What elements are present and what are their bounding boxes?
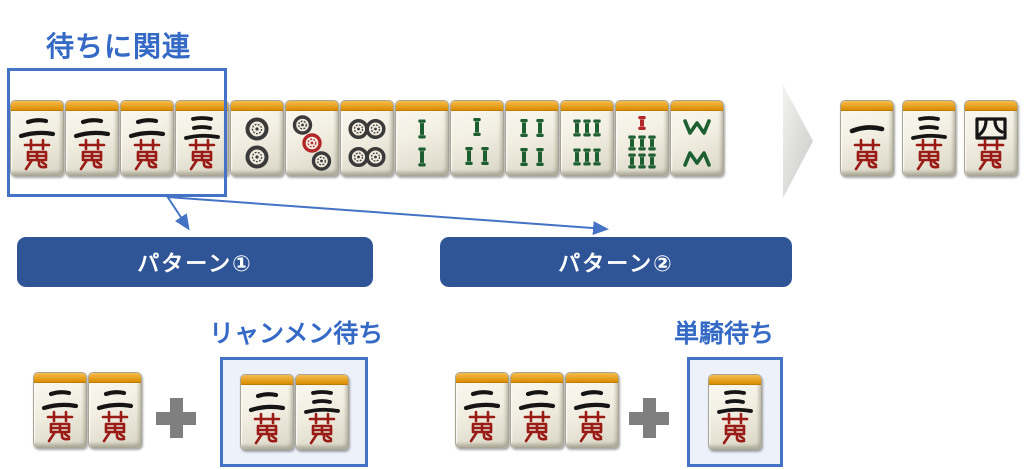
tile-face: [176, 110, 228, 175]
tile-top-band: [396, 101, 448, 111]
tile-face: [965, 110, 1017, 175]
tile-face: [89, 382, 141, 447]
pattern1-banner: パターン①: [17, 237, 373, 287]
tile-top-band: [561, 101, 613, 111]
tile-3m: [708, 374, 762, 450]
tile-face: [566, 382, 618, 447]
pattern1-wait-tiles: [239, 374, 349, 450]
tile-top-band: [456, 373, 508, 383]
tile-face: [241, 384, 293, 449]
tile-top-band: [295, 375, 348, 385]
tile-face: [456, 382, 508, 447]
tile-face: [511, 382, 563, 447]
tile-face: [286, 110, 338, 175]
pattern1-banner-label: パターン①: [137, 251, 253, 276]
tile-top-band: [671, 101, 723, 111]
pattern2-banner: パターン②: [440, 237, 792, 287]
arrow-to-pattern1: [166, 195, 190, 231]
tile-top-band: [176, 101, 228, 111]
tile-top-band: [286, 101, 338, 111]
tile-top-band: [903, 101, 955, 111]
tile-face: [671, 110, 723, 175]
tile-face: [903, 110, 955, 175]
tile-top-band: [11, 101, 63, 111]
tile-top-band: [341, 101, 393, 111]
tile-2m: [65, 100, 119, 176]
pattern2-banner-label: パターン②: [558, 251, 674, 276]
tile-4m: [964, 100, 1018, 176]
tile-top-band: [121, 101, 173, 111]
tile-face: [561, 110, 613, 175]
tile-8s: [670, 100, 724, 176]
tile-4s: [505, 100, 559, 176]
plus-icon: [156, 398, 196, 438]
tile-3m: [902, 100, 956, 176]
tile-top-band: [506, 101, 558, 111]
tile-face: [34, 382, 86, 447]
pattern2-wait-label: 単騎待ち: [674, 320, 775, 348]
tile-top-band: [965, 101, 1017, 111]
tile-top-band: [841, 101, 893, 111]
tile-2m: [33, 372, 87, 448]
tile-2m: [455, 372, 509, 448]
tile-top-band: [231, 101, 283, 111]
tile-3p: [285, 100, 339, 176]
tile-face: [396, 110, 448, 175]
tile-face: [231, 110, 283, 175]
tile-2m: [510, 372, 564, 448]
tile-2m: [88, 372, 142, 448]
tile-3s: [450, 100, 504, 176]
waiting-tiles-row: [840, 100, 1018, 176]
tile-face: [341, 110, 393, 175]
tile-top-band: [616, 101, 668, 111]
tile-3m: [294, 374, 349, 450]
hand-tiles-row: [10, 100, 724, 176]
tile-face: [841, 110, 893, 175]
tile-2m: [239, 374, 294, 450]
tile-top-band: [34, 373, 86, 383]
tile-1m: [840, 100, 894, 176]
pattern1-wait-box: [220, 357, 368, 467]
tile-face: [66, 110, 118, 175]
wait-related-label: 待ちに関連: [46, 31, 192, 62]
tile-3m: [175, 100, 229, 176]
tile-top-band: [566, 373, 618, 383]
tile-top-band: [240, 375, 293, 385]
tile-7s: [615, 100, 669, 176]
pattern2-wait-tiles: [708, 374, 762, 450]
tile-top-band: [89, 373, 141, 383]
tile-face: [506, 110, 558, 175]
tile-face: [296, 384, 348, 449]
tile-face: [11, 110, 63, 175]
pattern2-wait-box: [687, 357, 783, 467]
tile-top-band: [709, 375, 761, 385]
tile-top-band: [511, 373, 563, 383]
tile-2m: [120, 100, 174, 176]
tile-2s: [395, 100, 449, 176]
pattern1-wait-label: リャンメン待ち: [209, 320, 384, 348]
tile-top-band: [66, 101, 118, 111]
tile-4p: [340, 100, 394, 176]
tile-2m: [565, 372, 619, 448]
wait-tiles-highlight-box: [7, 68, 227, 197]
tile-top-band: [451, 101, 503, 111]
pattern1-kept-tiles: [33, 372, 142, 448]
tile-2p: [230, 100, 284, 176]
tile-face: [121, 110, 173, 175]
tile-6s: [560, 100, 614, 176]
tile-2m: [10, 100, 64, 176]
arrow-to-pattern2: [166, 196, 609, 236]
tile-face: [709, 384, 761, 449]
plus-icon: [629, 398, 669, 438]
result-arrow-icon: [783, 85, 813, 198]
pattern2-kept-tiles: [455, 372, 619, 448]
tile-face: [451, 110, 503, 175]
tile-face: [616, 110, 668, 175]
